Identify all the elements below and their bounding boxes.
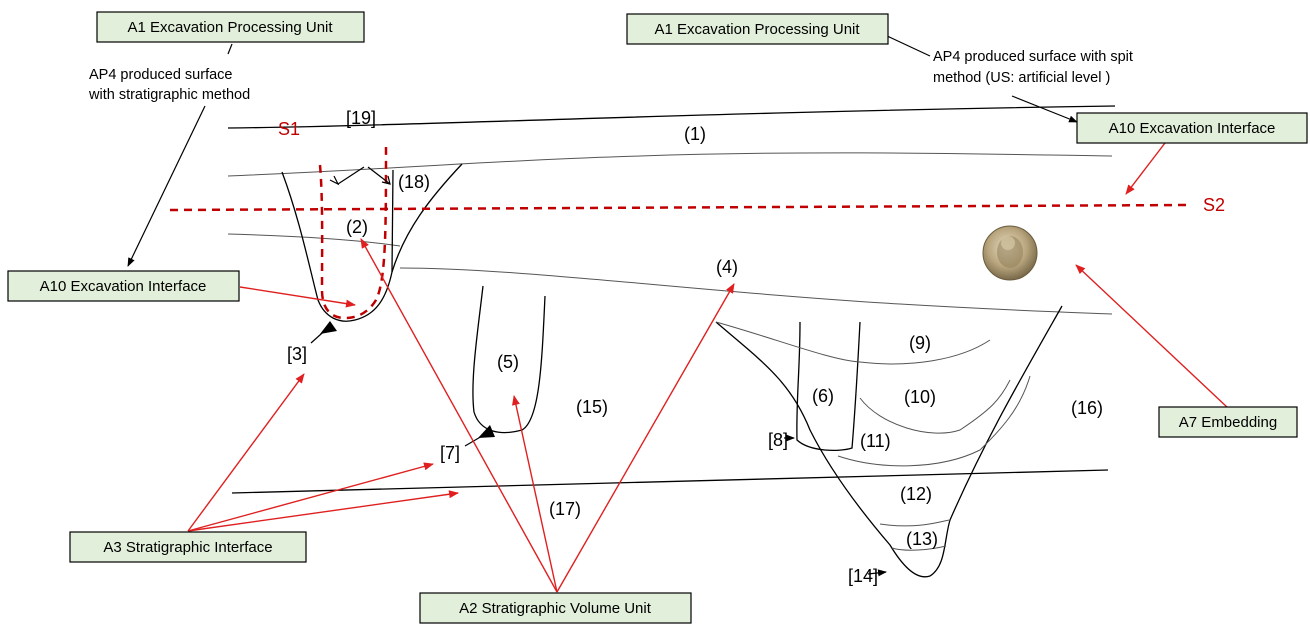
layer-labels: (1) (2) [3] (4) (5) (6) [7] [8] (9) (10)… — [278, 108, 1225, 586]
box-a1-left: A1 Excavation Processing Unit — [96, 11, 365, 43]
box-a1-right: A1 Excavation Processing Unit — [626, 13, 889, 45]
label-7: [7] — [440, 443, 460, 463]
box-a2: A2 Stratigraphic Volume Unit — [419, 592, 692, 624]
svg-text:A10 Excavation Interface: A10 Excavation Interface — [1109, 120, 1276, 137]
label-13: (13) — [906, 529, 938, 549]
box-a10-right: A10 Excavation Interface — [1076, 112, 1308, 144]
note-stratigraphic-method: AP4 produced surface with stratigraphic … — [88, 67, 250, 103]
box-a10-left: A10 Excavation Interface — [7, 270, 240, 302]
svg-text:A1 Excavation Processing Unit: A1 Excavation Processing Unit — [654, 21, 860, 38]
label-s2: S2 — [1203, 195, 1225, 215]
label-4: (4) — [716, 257, 738, 277]
box-a7: A7 Embedding — [1158, 406, 1298, 438]
red-arrows — [187, 142, 1229, 593]
roman-coin-image — [982, 225, 1038, 281]
label-9: (9) — [909, 333, 931, 353]
label-14: [14] — [848, 566, 878, 586]
section-line-s2 — [169, 203, 1191, 212]
label-19-arrows — [329, 166, 391, 186]
svg-text:A7 Embedding: A7 Embedding — [1179, 414, 1277, 431]
svg-text:A1 Excavation Processing Unit: A1 Excavation Processing Unit — [127, 19, 333, 36]
cut-pointers — [310, 321, 887, 577]
box-a3: A3 Stratigraphic Interface — [69, 531, 307, 563]
label-15: (15) — [576, 397, 608, 417]
black-connectors — [127, 34, 1078, 267]
svg-text:A2 Stratigraphic Volume Unit: A2 Stratigraphic Volume Unit — [459, 600, 652, 617]
svg-text:A10 Excavation Interface: A10 Excavation Interface — [40, 278, 207, 295]
section-lines — [169, 140, 1191, 320]
label-12: (12) — [900, 484, 932, 504]
svg-text:AP4 produced surface with spit: AP4 produced surface with spit — [933, 49, 1133, 65]
label-5: (5) — [497, 352, 519, 372]
label-19: [19] — [346, 108, 376, 128]
label-17: (17) — [549, 499, 581, 519]
label-8: [8] — [768, 430, 788, 450]
label-18: (18) — [398, 172, 430, 192]
section-line-s1 — [318, 140, 388, 320]
label-10: (10) — [904, 387, 936, 407]
svg-text:A3 Stratigraphic Interface: A3 Stratigraphic Interface — [103, 539, 272, 556]
svg-text:method (US: artificial level ): method (US: artificial level ) — [933, 70, 1110, 86]
note-spit-method: AP4 produced surface with spit method (U… — [933, 49, 1133, 86]
label-2: (2) — [346, 217, 368, 237]
label-s1: S1 — [278, 119, 300, 139]
label-16: (16) — [1071, 398, 1103, 418]
label-1: (1) — [684, 124, 706, 144]
label-11: (11) — [860, 431, 891, 451]
svg-text:with stratigraphic method: with stratigraphic method — [88, 87, 250, 103]
svg-text:AP4 produced surface: AP4 produced surface — [89, 67, 232, 83]
label-3: [3] — [287, 344, 307, 364]
label-6: (6) — [812, 386, 834, 406]
